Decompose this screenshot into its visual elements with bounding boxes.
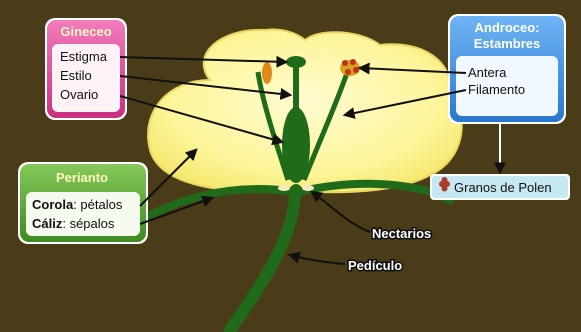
gineceo-title: Gineceo — [60, 24, 111, 39]
corola-desc: : pétalos — [73, 197, 123, 212]
estigma-label: Estigma — [60, 49, 108, 64]
androceo-title-2: Estambres — [474, 36, 540, 51]
ovario-label: Ovario — [60, 87, 98, 102]
pediculo-label: Pedículo — [348, 258, 402, 273]
nectary-left — [278, 185, 290, 191]
pollen-box: Granos de Polen — [430, 174, 570, 200]
gineceo-box: Gineceo Estigma Estilo Ovario — [45, 18, 127, 120]
estilo-label: Estilo — [60, 68, 92, 83]
pollen-label: Granos de Polen — [454, 180, 552, 195]
caliz-term: Cáliz — [32, 216, 63, 231]
stigma — [286, 56, 306, 68]
filamento-label: Filamento — [468, 82, 525, 97]
arrow-pediculo — [290, 255, 345, 264]
sepal-left — [150, 189, 296, 215]
antera-label: Antera — [468, 65, 507, 80]
nectarios-label: Nectarios — [372, 226, 431, 241]
arrow-nectarios — [312, 192, 370, 232]
caliz-line: Cáliz: sépalos — [32, 216, 115, 231]
caliz-desc: : sépalos — [62, 216, 115, 231]
corola-term: Corola — [32, 197, 74, 212]
perianto-title: Perianto — [56, 170, 108, 185]
androceo-box: Androceo: Estambres Antera Filamento — [448, 14, 566, 124]
pedicel — [230, 190, 296, 330]
perianto-box: Perianto Corola: pétalos Cáliz: sépalos — [18, 162, 148, 244]
corola-line: Corola: pétalos — [32, 197, 123, 212]
androceo-title-1: Androceo: — [475, 20, 540, 35]
anther-left — [262, 62, 272, 84]
nectary-right — [302, 185, 314, 191]
